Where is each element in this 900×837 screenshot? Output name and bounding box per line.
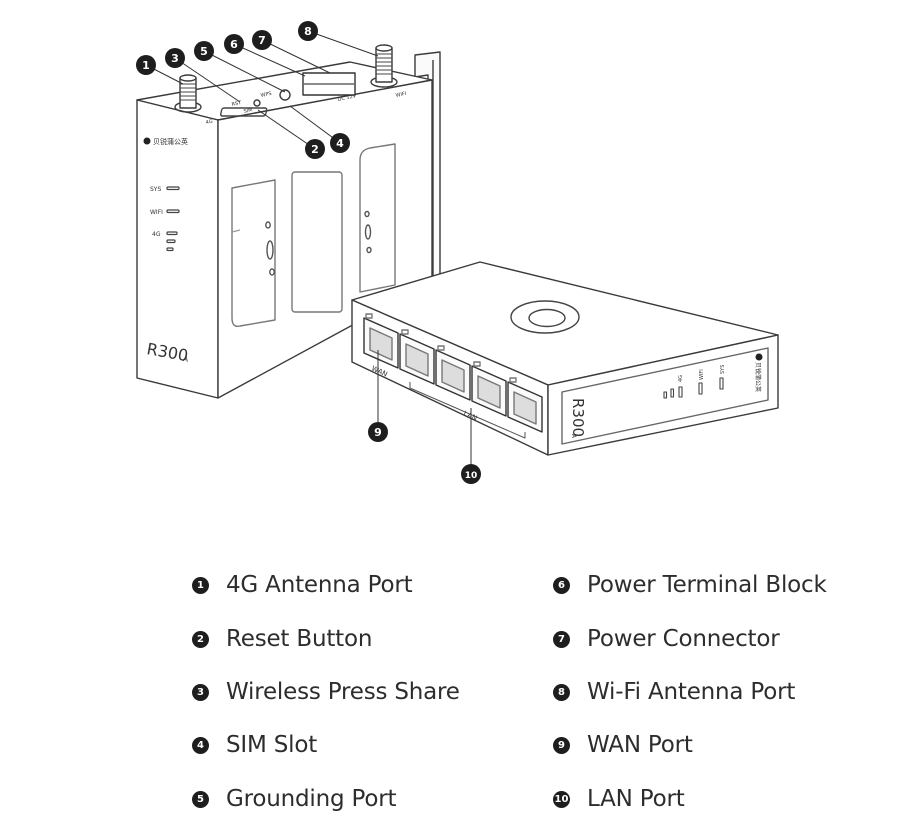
callout-8: 8 [298, 21, 318, 41]
top-label-wps: WPS [260, 91, 272, 99]
legend-number-1: 1 [192, 576, 209, 594]
model-suffix-back: A [183, 355, 189, 364]
ethernet-ports [363, 313, 543, 433]
legend-number-2: 2 [192, 630, 209, 648]
top-label-sim: SIM [243, 107, 253, 115]
legend-label: Power Connector [587, 626, 780, 652]
legend-item-wan-port: 9 WAN Port [553, 730, 693, 760]
legend-number-9: 9 [553, 736, 570, 754]
front-indicator-4g: 4G [678, 375, 684, 382]
svg-text:9: 9 [374, 426, 382, 439]
brand-logo-back: 贝锐蒲公英 [153, 137, 188, 146]
callout-6: 6 [224, 34, 244, 54]
top-label-rst: RST [231, 100, 243, 108]
legend-number-10: 10 [553, 790, 570, 808]
front-indicator-sys: SYS [720, 365, 726, 374]
legend-number-8: 8 [553, 683, 570, 701]
callout-5: 5 [194, 41, 214, 61]
legend-item-grounding-port: 5 Grounding Port [192, 784, 396, 814]
model-suffix-front: A [570, 434, 577, 439]
legend-number-7: 7 [553, 630, 570, 648]
callout-1: 1 [136, 55, 156, 75]
indicator-4g: 4G [152, 231, 161, 238]
legend-item-sim-slot: 4 SIM Slot [192, 730, 317, 760]
svg-text:1: 1 [142, 59, 150, 72]
legend-label: SIM Slot [226, 732, 318, 758]
top-label-wifi: WIFI [395, 91, 407, 99]
legend-label: Reset Button [226, 626, 373, 652]
router-illustration: 贝锐蒲公英 SYS WIFI 4G 4G RST SIM WPS DC 12V … [136, 21, 779, 484]
leader-lines [145, 30, 472, 467]
legend-label: WAN Port [587, 732, 693, 758]
svg-text:10: 10 [465, 471, 478, 481]
flat-router [351, 261, 779, 456]
legend-label: 4G Antenna Port [226, 572, 413, 598]
legend-item-lan-port: 10 LAN Port [553, 784, 685, 814]
callout-7: 7 [252, 30, 272, 50]
vertical-router [136, 44, 441, 399]
svg-text:2: 2 [311, 143, 319, 156]
callout-2: 2 [305, 139, 325, 159]
legend-label: Wireless Press Share [226, 679, 460, 705]
top-label-4g: 4G [205, 119, 213, 126]
svg-text:3: 3 [171, 52, 179, 65]
callout-3: 3 [165, 48, 185, 68]
legend-label: Grounding Port [226, 786, 397, 812]
legend-item-power-connector: 7 Power Connector [553, 624, 780, 654]
callout-9: 9 [368, 422, 388, 442]
legend-item-wifi-antenna-port: 8 Wi-Fi Antenna Port [553, 677, 795, 707]
svg-text:6: 6 [230, 38, 238, 51]
legend-number-3: 3 [192, 683, 209, 701]
callout-markers: 1 3 5 6 7 8 2 4 9 10 [136, 21, 481, 484]
model-label-front: R300 [569, 398, 587, 437]
brand-logo-front: 贝锐蒲公英 [754, 362, 762, 392]
front-indicator-wifi: WIFI [699, 369, 705, 380]
legend-label: LAN Port [587, 786, 685, 812]
legend-number-5: 5 [192, 790, 209, 808]
legend-label: Wi-Fi Antenna Port [587, 679, 796, 705]
callout-4: 4 [330, 133, 350, 153]
svg-text:4: 4 [336, 137, 344, 150]
wifi-antenna [370, 44, 398, 88]
4g-antenna [174, 74, 202, 113]
svg-text:8: 8 [304, 25, 312, 38]
legend-item-4g-antenna-port: 1 4G Antenna Port [192, 570, 413, 600]
legend-item-reset-button: 2 Reset Button [192, 624, 372, 654]
legend-label: Power Terminal Block [587, 572, 827, 598]
top-label-dc: DC 12V [337, 93, 357, 103]
callout-10: 10 [461, 464, 481, 484]
legend-item-wireless-press-share: 3 Wireless Press Share [192, 677, 460, 707]
indicator-wifi: WIFI [150, 209, 163, 216]
legend-item-power-terminal-block: 6 Power Terminal Block [553, 570, 827, 600]
svg-text:5: 5 [200, 45, 208, 58]
legend-number-6: 6 [553, 576, 570, 594]
svg-text:7: 7 [258, 34, 266, 47]
legend-number-4: 4 [192, 736, 209, 754]
indicator-sys: SYS [150, 186, 161, 193]
